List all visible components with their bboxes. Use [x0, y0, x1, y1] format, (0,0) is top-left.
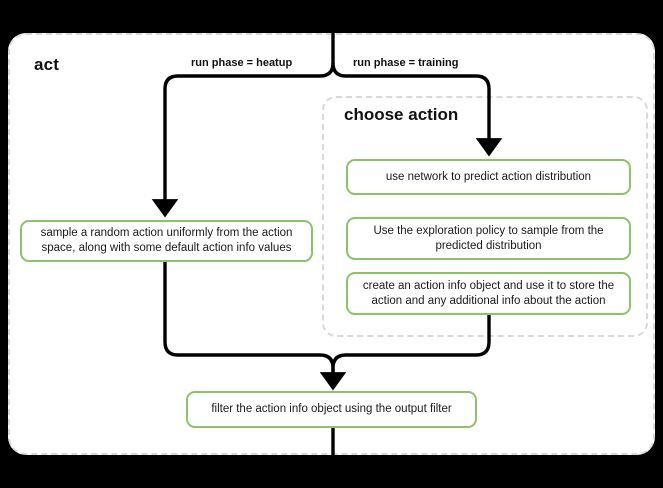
- node-create-action-info[interactable]: create an action info object and use it …: [346, 272, 631, 315]
- act-group-title: act: [34, 55, 60, 74]
- node-predict-distribution[interactable]: use network to predict action distributi…: [346, 159, 631, 195]
- edge-label-training: run phase = training: [353, 57, 459, 69]
- node-output-filter[interactable]: filter the action info object using the …: [186, 391, 477, 428]
- node-exploration-policy[interactable]: Use the exploration policy to sample fro…: [346, 217, 631, 260]
- edge-label-heatup: run phase = heatup: [191, 57, 293, 69]
- node-heatup-sample[interactable]: sample a random action uniformly from th…: [20, 220, 313, 262]
- choose-action-group-title: choose action: [344, 105, 459, 124]
